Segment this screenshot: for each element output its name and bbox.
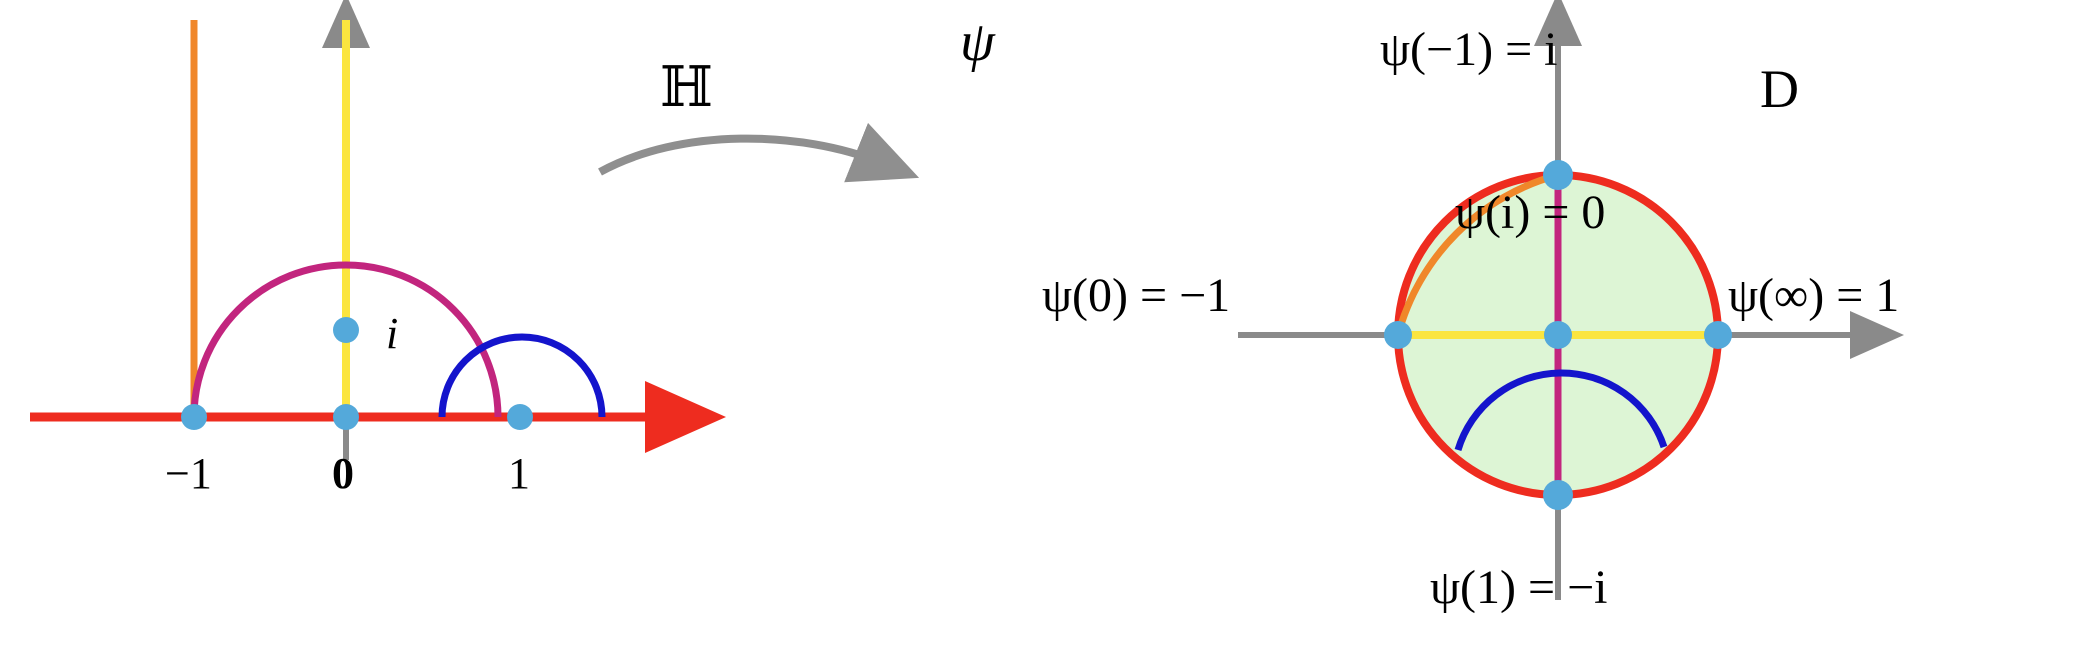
disk-orange-arc bbox=[1394, 171, 1559, 336]
disk-point-psi-i bbox=[1544, 321, 1572, 349]
disk-point-psi-one bbox=[1543, 480, 1573, 510]
left-plane-group bbox=[30, 0, 726, 460]
label-psi-of-infinity: ψ(∞) = 1 bbox=[1728, 269, 1900, 322]
mapping-arrow-group bbox=[598, 122, 920, 183]
disk-point-psi-minus-one bbox=[1543, 160, 1573, 190]
left-tick-minus-one: −1 bbox=[165, 449, 212, 498]
disk-blue-arc bbox=[1454, 369, 1668, 452]
label-psi-of-minus-one: ψ(−1) = i bbox=[1380, 23, 1558, 76]
label-psi-of-zero: ψ(0) = −1 bbox=[1042, 269, 1231, 322]
mapping-arrow-label: ψ bbox=[960, 11, 995, 73]
left-point-i bbox=[333, 317, 359, 343]
label-psi-of-one: ψ(1) = −i bbox=[1430, 561, 1608, 614]
left-domain-label: ℍ bbox=[660, 55, 713, 120]
left-point-zero bbox=[333, 404, 359, 430]
left-point-i-label: i bbox=[386, 309, 399, 358]
left-blue-geodesic bbox=[438, 333, 606, 418]
mapping-arrow-path bbox=[598, 122, 920, 183]
right-domain-label: D bbox=[1760, 59, 1799, 119]
left-point-minus-one bbox=[181, 404, 207, 430]
left-point-one bbox=[507, 404, 533, 430]
label-psi-of-i: ψ(i) = 0 bbox=[1455, 186, 1606, 239]
left-tick-one: 1 bbox=[508, 449, 530, 498]
right-disk-group bbox=[1238, 0, 1904, 600]
disk-point-psi-zero bbox=[1384, 321, 1412, 349]
left-tick-zero: 0 bbox=[332, 449, 354, 498]
disk-point-psi-infinity bbox=[1704, 321, 1732, 349]
